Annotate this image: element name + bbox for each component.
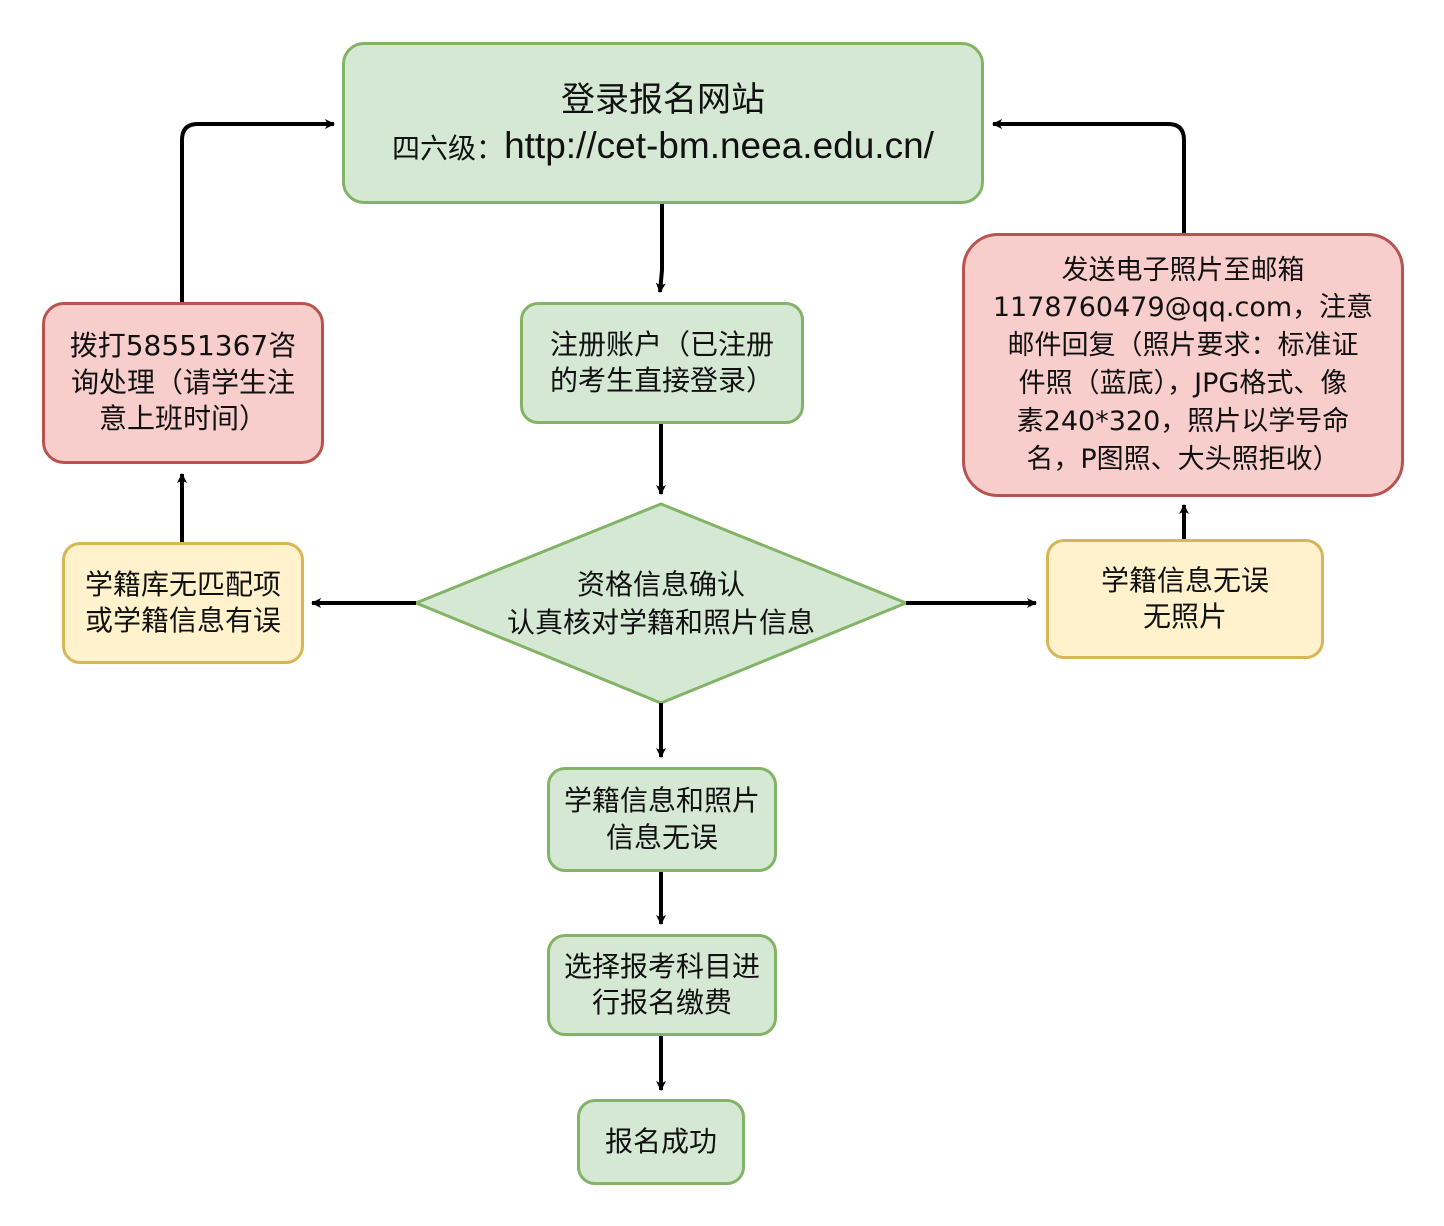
no-photo-node: 学籍信息无误 无照片 [1046, 539, 1324, 659]
success-label: 报名成功 [604, 1124, 717, 1158]
registration-url: http://cet-bm.neea.edu.cn/ [504, 124, 934, 166]
call-support-node: 拨打58551367咨 询处理（请学生注 意上班时间） [42, 302, 324, 464]
email-line-1: 发送电子照片至邮箱 [1061, 254, 1305, 286]
choose-subject-node: 选择报考科目进 行报名缴费 [547, 934, 777, 1036]
choose-line-1: 选择报考科目进 [563, 949, 760, 983]
call-line-1: 拨打58551367咨 [69, 329, 297, 363]
email-line-5: 素240*320，照片以学号命 [1016, 405, 1350, 437]
call-line-2: 询处理（请学生注 [70, 365, 295, 399]
login-title: 登录报名网站 [561, 79, 765, 120]
login-website-node: 登录报名网站 四六级：http://cet-bm.neea.edu.cn/ [342, 42, 984, 204]
choose-line-2: 行报名缴费 [591, 986, 732, 1019]
no-photo-line-2: 无照片 [1142, 600, 1227, 633]
arrow-call-to-login [180, 119, 335, 302]
email-photo-node: 发送电子照片至邮箱 1178760479@qq.com，注意 邮件回复（照片要求… [962, 233, 1404, 497]
register-line-2: 的考生直接登录） [549, 364, 774, 397]
email-line-6: 名，P图照、大头照拒收） [1026, 443, 1340, 475]
register-account-node: 注册账户（已注册 的考生直接登录） [520, 302, 804, 424]
info-correct-node: 学籍信息和照片 信息无误 [547, 767, 777, 872]
correct-line-1: 学籍信息和照片 [563, 784, 760, 818]
email-line-4: 件照（蓝底），JPG格式、像 [1018, 368, 1348, 399]
login-url-row: 四六级：http://cet-bm.neea.edu.cn/ [392, 124, 934, 168]
decision-diamond [412, 502, 910, 705]
email-line-2: 1178760479@qq.com，注意 [992, 292, 1374, 324]
record-mismatch-node: 学籍库无匹配项 或学籍信息有误 [62, 542, 304, 664]
cet-label: 四六级： [392, 131, 505, 165]
correct-line-2: 信息无误 [605, 820, 718, 854]
no-photo-line-1: 学籍信息无误 [1100, 563, 1269, 597]
mismatch-line-2: 或学籍信息有误 [84, 604, 281, 637]
registration-success-node: 报名成功 [577, 1099, 745, 1185]
arrow-email-to-login [992, 119, 1186, 233]
arrow-login-to-register [655, 204, 666, 293]
email-line-3: 邮件回复（照片要求：标准证 [1007, 330, 1359, 362]
register-line-1: 注册账户（已注册 [549, 327, 774, 361]
mismatch-line-1: 学籍库无匹配项 [84, 567, 281, 601]
call-line-3: 意上班时间） [98, 402, 267, 436]
